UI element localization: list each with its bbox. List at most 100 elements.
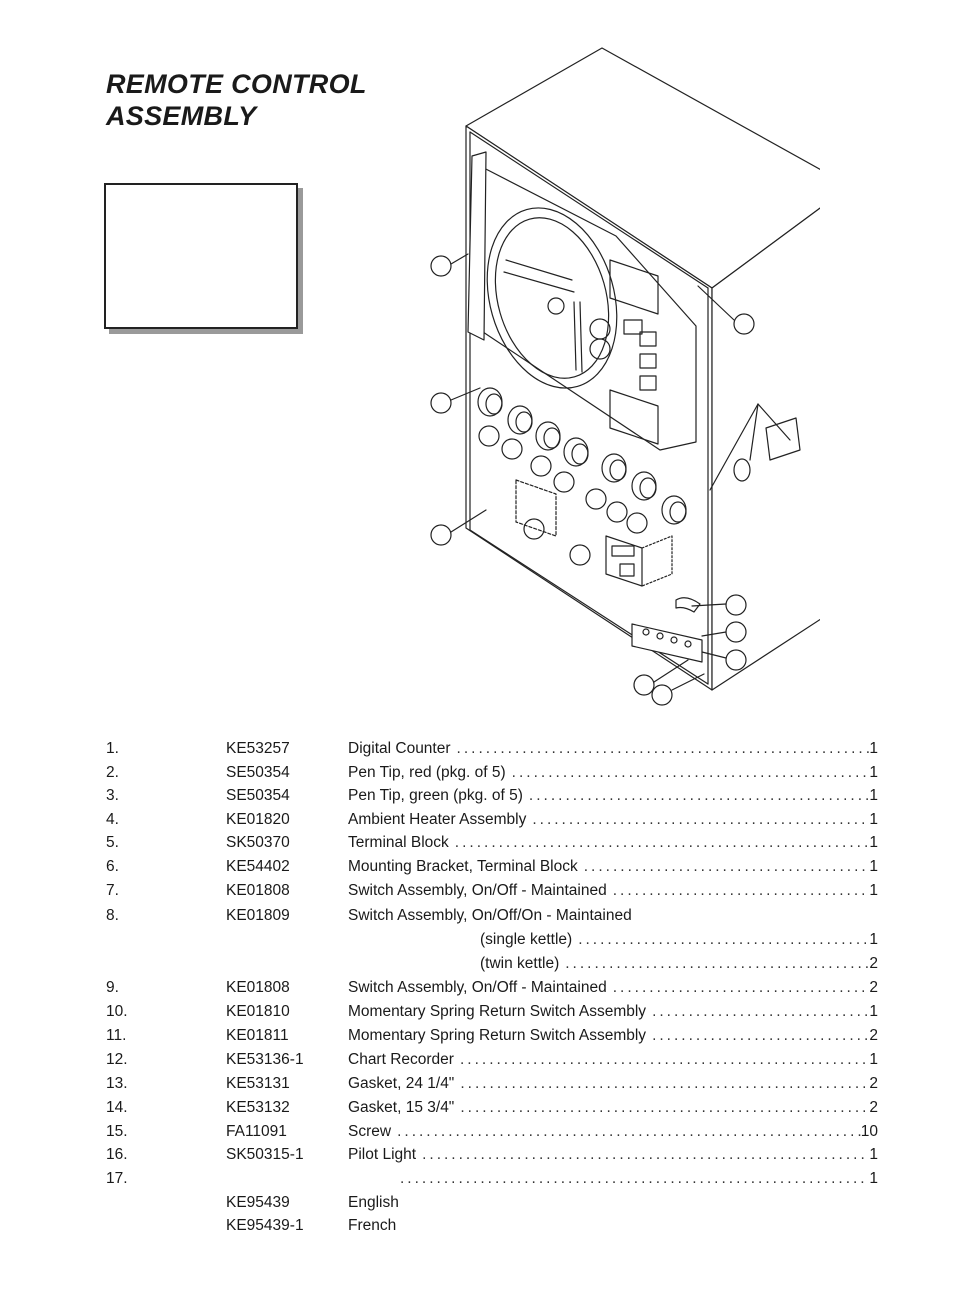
quantity: 1 xyxy=(869,834,878,851)
item-number: 11. xyxy=(106,1027,127,1044)
part-description: Switch Assembly, On/Off - Maintained....… xyxy=(348,880,878,902)
quantity: 1 xyxy=(869,1051,878,1068)
part-number: KE53136-1 xyxy=(226,1051,304,1068)
dot-leader: ........................................… xyxy=(565,955,869,972)
description-text: (twin kettle) xyxy=(480,955,560,972)
quantity: 1 xyxy=(869,857,878,875)
quantity: 2 xyxy=(869,955,878,972)
description-text: Ambient Heater Assembly xyxy=(348,810,527,828)
parts-list-row: (single kettle).........................… xyxy=(0,929,954,951)
part-number: KE53131 xyxy=(226,1075,290,1092)
part-number: KE01810 xyxy=(226,1003,290,1020)
page-title-line-2: ASSEMBLY xyxy=(106,101,257,131)
dot-leader: ........................................… xyxy=(397,1122,861,1140)
parts-list-row: 11. KE01811 Momentary Spring Return Switch… xyxy=(0,1025,954,1047)
part-number: KE54402 xyxy=(226,857,290,875)
description-text: Terminal Block xyxy=(348,834,449,851)
switch-knobs xyxy=(477,387,687,525)
blank-note-box xyxy=(104,183,298,329)
quantity: 10 xyxy=(860,1122,878,1140)
part-number: FA11091 xyxy=(226,1122,287,1140)
quantity: 1 xyxy=(869,1146,878,1163)
part-number: KE01808 xyxy=(226,979,290,996)
part-description: French xyxy=(348,1217,397,1234)
part-number: KE01820 xyxy=(226,810,290,828)
description-text: Chart Recorder xyxy=(348,1051,454,1068)
quantity: 1 xyxy=(869,882,878,899)
heater-module xyxy=(515,479,557,537)
pilot-light-exploded xyxy=(709,403,801,491)
part-description: (single kettle).........................… xyxy=(480,929,878,951)
description-text: (single kettle) xyxy=(480,931,573,948)
part-description: English xyxy=(348,1193,399,1211)
quantity: 1 xyxy=(869,740,878,757)
part-description: Switch Assembly, On/Off - Maintained....… xyxy=(348,977,878,999)
dot-leader: ........................................… xyxy=(422,1146,869,1163)
part-description: Pilot Light.............................… xyxy=(348,1144,878,1166)
part-number: SE50354 xyxy=(226,787,290,804)
dot-leader: ........................................… xyxy=(528,787,869,804)
quantity: 1 xyxy=(869,763,878,781)
item-number: 6. xyxy=(106,857,119,875)
chart-recorder-panel xyxy=(467,151,697,451)
callout-circles xyxy=(430,253,755,706)
dot-leader: ........................................… xyxy=(456,740,870,757)
parts-list-row: KE95439 English xyxy=(0,1192,954,1214)
dot-leader: ........................................… xyxy=(460,1098,870,1116)
dot-leader: ........................................… xyxy=(652,1003,870,1020)
part-number: KE01811 xyxy=(226,1027,289,1044)
part-description: Momentary Spring Return Switch Assembly.… xyxy=(348,1025,878,1047)
parts-list-row: 17......................................… xyxy=(0,1168,954,1190)
description-text: Screw xyxy=(348,1122,392,1140)
parts-list-row: (twin kettle)...........................… xyxy=(0,953,954,975)
description-text: Gasket, 24 1/4" xyxy=(348,1075,455,1092)
part-description: Terminal Block..........................… xyxy=(348,832,878,854)
dot-leader: ........................................… xyxy=(612,979,870,996)
item-number: 16. xyxy=(106,1146,128,1163)
part-description: Pen Tip, red (pkg. of 5)................… xyxy=(348,762,878,784)
quantity: 1 xyxy=(869,810,878,828)
description-text: Momentary Spring Return Switch Assembly xyxy=(348,1027,647,1044)
quantity: 1 xyxy=(869,1170,878,1187)
dot-leader: ........................................… xyxy=(612,882,870,899)
part-description: Switch Assembly, On/Off/On - Maintained xyxy=(348,906,632,924)
quantity: 1 xyxy=(869,1003,878,1020)
digital-counter xyxy=(605,535,673,587)
item-number: 3. xyxy=(106,787,119,804)
page-title-line-1: REMOTE CONTROL xyxy=(106,69,367,99)
description-text: Pen Tip, green (pkg. of 5) xyxy=(348,787,523,804)
description-text: Mounting Bracket, Terminal Block xyxy=(348,857,578,875)
part-description: Momentary Spring Return Switch Assembly.… xyxy=(348,1001,878,1023)
part-number: KE01808 xyxy=(226,882,290,899)
part-description: Chart Recorder..........................… xyxy=(348,1049,878,1071)
part-description: Digital Counter.........................… xyxy=(348,738,878,760)
parts-list-row: 16. SK50315-1 Pilot Light.................… xyxy=(0,1144,954,1166)
part-description: Mounting Bracket, Terminal Block........… xyxy=(348,856,878,878)
parts-list-row: 3. SE50354 Pen Tip, green (pkg. of 5).....… xyxy=(0,785,954,807)
dot-leader: ........................................… xyxy=(578,931,869,948)
part-number: SE50354 xyxy=(226,763,290,781)
part-description: (twin kettle)...........................… xyxy=(480,953,878,975)
item-number: 10. xyxy=(106,1003,128,1020)
quantity: 1 xyxy=(869,931,878,948)
page-title: REMOTE CONTROL ASSEMBLY xyxy=(106,68,367,132)
part-number: KE95439 xyxy=(226,1193,290,1211)
item-number: 9. xyxy=(106,979,119,996)
item-number: 13. xyxy=(106,1075,128,1092)
item-number: 4. xyxy=(106,810,119,828)
description-text: Pilot Light xyxy=(348,1146,417,1163)
parts-list-row: KE95439-1 French xyxy=(0,1215,954,1237)
part-number: KE95439-1 xyxy=(226,1217,304,1234)
item-number: 5. xyxy=(106,834,119,851)
description-text: Pen Tip, red (pkg. of 5) xyxy=(348,763,506,781)
part-number: SK50315-1 xyxy=(226,1146,304,1163)
dot-leader: ........................................… xyxy=(454,834,870,851)
description-text: Switch Assembly, On/Off - Maintained xyxy=(348,882,607,899)
dot-leader: ........................................… xyxy=(459,1051,870,1068)
